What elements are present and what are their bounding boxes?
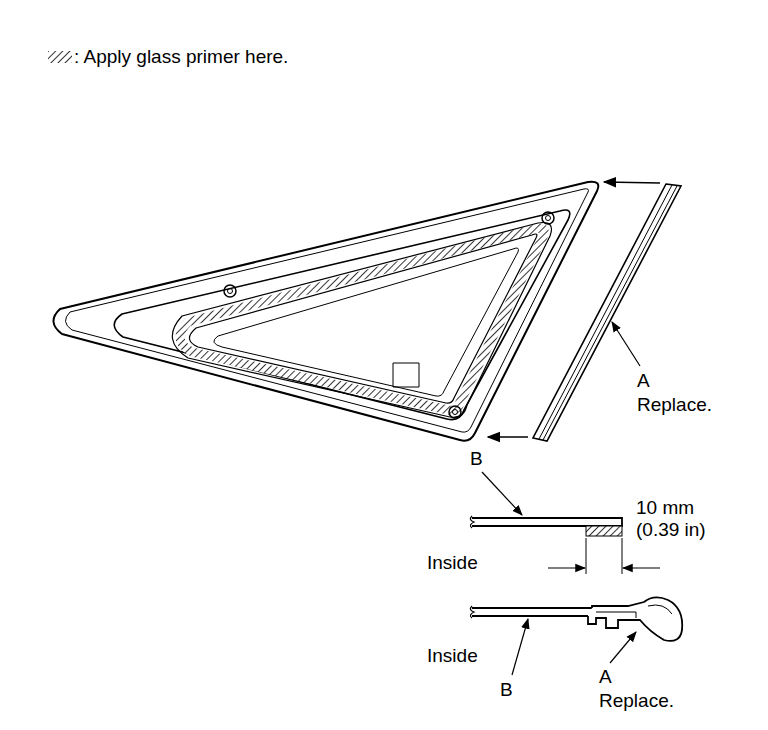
clip [453, 410, 458, 415]
clip [546, 216, 551, 221]
part-note: Replace. [637, 394, 712, 416]
glass-inner-line [214, 248, 519, 396]
side-label: Inside [427, 645, 478, 667]
glass-outline [53, 182, 598, 441]
part-letter: A [599, 666, 612, 688]
quarter-glass [53, 182, 598, 441]
clip [228, 289, 233, 294]
glass-section [472, 608, 592, 616]
extension-line [586, 538, 587, 574]
molding-detail [596, 612, 636, 618]
legend-text: : Apply glass primer here. [74, 46, 288, 68]
glass-section [472, 518, 622, 526]
primer-area [586, 526, 622, 536]
dimension: 10 mm [636, 497, 694, 519]
extension-line [622, 538, 623, 574]
section-two [470, 597, 682, 640]
leader-line [612, 322, 640, 366]
clip [542, 212, 554, 224]
install-arrow [604, 182, 660, 183]
dimension: (0.39 in) [636, 519, 706, 541]
molding-section [588, 597, 682, 640]
glass-edge [65, 189, 588, 432]
part-letter: B [470, 448, 483, 470]
hatch-swatch [48, 51, 72, 63]
section-one [470, 516, 660, 574]
break-line [470, 606, 474, 618]
part-letter: B [500, 679, 513, 701]
leader-line [610, 632, 636, 663]
molding-detail [648, 605, 672, 614]
dimension-arrow [548, 567, 585, 568]
glass-mark [393, 363, 419, 387]
primer-band [180, 228, 544, 410]
frame-inner [114, 210, 570, 420]
part-note: Replace. [599, 690, 674, 712]
break-line [470, 516, 474, 528]
clip [224, 285, 236, 297]
primer-inner-line [189, 234, 536, 403]
part-letter: A [637, 370, 650, 392]
clip [449, 406, 461, 418]
leader-line [482, 472, 522, 515]
leader-line [512, 619, 528, 675]
dimension-arrow [623, 567, 660, 568]
install-arrow [488, 436, 528, 438]
primer-outer-line [172, 223, 551, 418]
side-label: Inside [427, 552, 478, 574]
